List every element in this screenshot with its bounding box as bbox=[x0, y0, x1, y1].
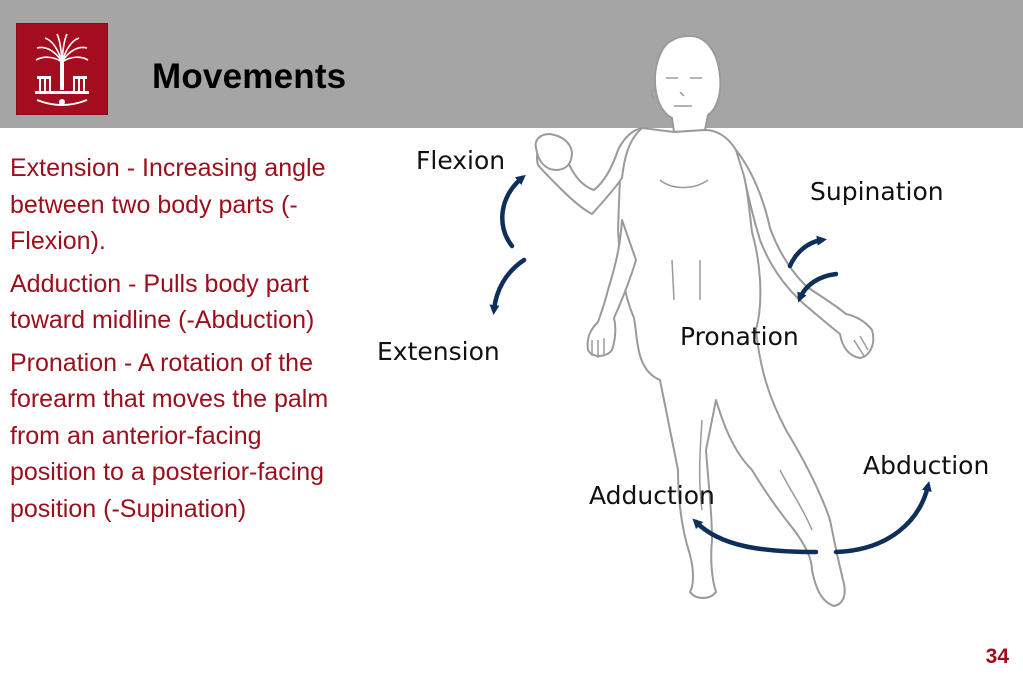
definition-pronation: Pronation - A rotation of the forearm th… bbox=[10, 348, 329, 523]
movement-diagram: Flexion Extension Supination Pronation A… bbox=[360, 0, 1023, 682]
label-flexion: Flexion bbox=[416, 146, 506, 175]
definition-extension: Extension - Increasing angle between two… bbox=[10, 154, 326, 255]
extension-arrow bbox=[489, 257, 527, 315]
definition-list: Extension - Increasing angle between two… bbox=[10, 150, 345, 533]
label-adduction: Adduction bbox=[589, 481, 715, 510]
label-pronation: Pronation bbox=[680, 322, 799, 351]
human-body-outline-icon bbox=[489, 35, 932, 607]
palmetto-seal-icon bbox=[35, 33, 89, 106]
page-title: Movements bbox=[152, 57, 347, 96]
page-number: 34 bbox=[985, 645, 1009, 668]
pronation-arrow bbox=[797, 271, 839, 303]
supination-arrow bbox=[787, 235, 827, 269]
adduction-arrow bbox=[692, 518, 819, 555]
label-supination: Supination bbox=[810, 177, 944, 206]
header-bar: Movements bbox=[0, 0, 1023, 128]
flexion-arrow bbox=[500, 174, 526, 249]
abduction-arrow bbox=[833, 481, 932, 555]
definition-adduction: Adduction - Pulls body part toward midli… bbox=[10, 269, 315, 335]
label-extension: Extension bbox=[377, 337, 500, 366]
university-logo bbox=[16, 23, 108, 115]
label-abduction: Abduction bbox=[863, 451, 990, 480]
